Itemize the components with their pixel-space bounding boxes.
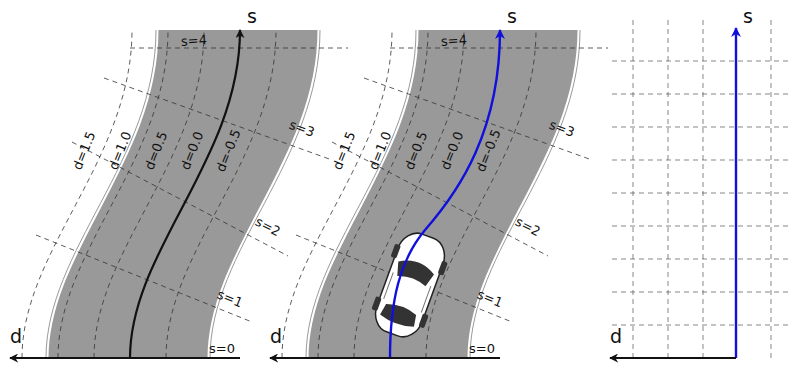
axis-label: d [10, 327, 22, 346]
d-coordinate-label: d=1.5 [331, 129, 358, 171]
s-coordinate-label: s=4 [181, 33, 208, 48]
s-coordinate-label: s=4 [441, 33, 468, 48]
s-coordinate-label: s=0 [209, 342, 235, 355]
road-panel-2 [270, 30, 608, 358]
axis-label: s [507, 7, 517, 26]
axis-label: d [610, 327, 622, 346]
s-coordinate-label: s=2 [513, 214, 542, 237]
d-coordinate-label: d=1.5 [71, 129, 98, 171]
s-coordinate-label: s=2 [253, 214, 282, 237]
road-panel-1 [10, 30, 348, 358]
axis-label: d [270, 327, 282, 346]
axis-label: s [247, 7, 257, 26]
axis-label: s [743, 7, 753, 26]
cartesian-panel [610, 20, 790, 362]
s-coordinate-label: s=0 [469, 342, 495, 355]
